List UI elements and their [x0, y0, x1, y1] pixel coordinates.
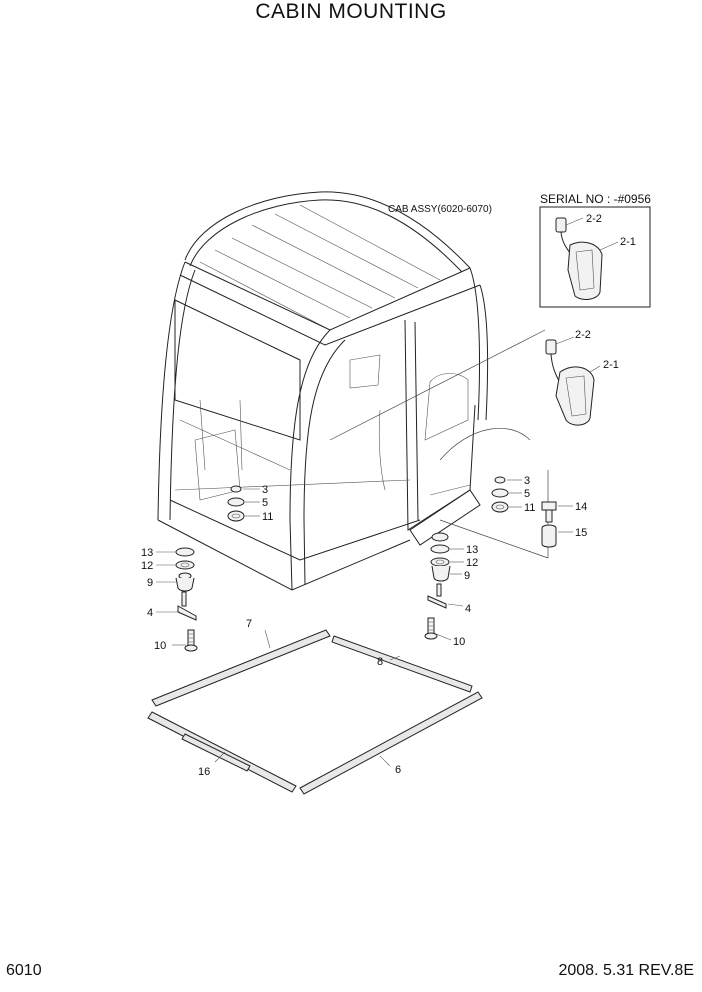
callout-11-left: 11 — [262, 511, 273, 523]
page-number: 6010 — [6, 962, 42, 979]
serial-callout-2-1: 2-1 — [620, 236, 636, 248]
serial-callout-2-2: 2-2 — [586, 213, 602, 225]
left-mount-stack — [156, 547, 198, 652]
page-title: CABIN MOUNTING — [255, 0, 447, 23]
callout-12-left: 12 — [141, 560, 153, 572]
callout-15: 15 — [575, 527, 587, 539]
cabin-frame — [157, 191, 531, 591]
callout-8: 8 — [377, 656, 383, 668]
left-upper-hardware — [227, 485, 260, 522]
callout-7: 7 — [246, 618, 252, 630]
cab-assy-label: CAB ASSY(6020-6070) — [388, 204, 492, 215]
floor-rails — [147, 629, 483, 795]
callout-10-left: 10 — [154, 640, 166, 652]
spacer-15 — [541, 524, 573, 548]
callout-13-left: 13 — [141, 547, 153, 559]
callout-4-left: 4 — [147, 607, 153, 619]
callout-10-right: 10 — [453, 636, 465, 648]
revision-date: 2008. 5.31 REV.8E — [558, 962, 694, 979]
callout-11-right: 11 — [524, 502, 535, 514]
callout-5-right: 5 — [524, 488, 530, 500]
callout-3-left: 3 — [262, 484, 268, 496]
right-upper-hardware — [491, 476, 522, 513]
callout-2-2: 2-2 — [575, 329, 591, 341]
callout-5-left: 5 — [262, 497, 268, 509]
serial-label: SERIAL NO : -#0956 — [540, 192, 651, 206]
bolt-14 — [541, 501, 573, 523]
side-mirror — [545, 336, 601, 426]
callout-16: 16 — [198, 766, 210, 778]
callout-2-1: 2-1 — [603, 359, 619, 371]
callout-13-right: 13 — [466, 544, 478, 556]
callout-6: 6 — [395, 764, 401, 776]
callout-14: 14 — [575, 501, 587, 513]
callout-12-right: 12 — [466, 557, 478, 569]
callout-9-right: 9 — [464, 570, 470, 582]
serial-box: SERIAL NO : -#0956 2-2 2-1 — [539, 192, 651, 308]
callout-3-right: 3 — [524, 475, 530, 487]
right-mount-stack — [424, 532, 464, 641]
callout-9-left: 9 — [147, 577, 153, 589]
callout-4-right: 4 — [465, 603, 471, 615]
